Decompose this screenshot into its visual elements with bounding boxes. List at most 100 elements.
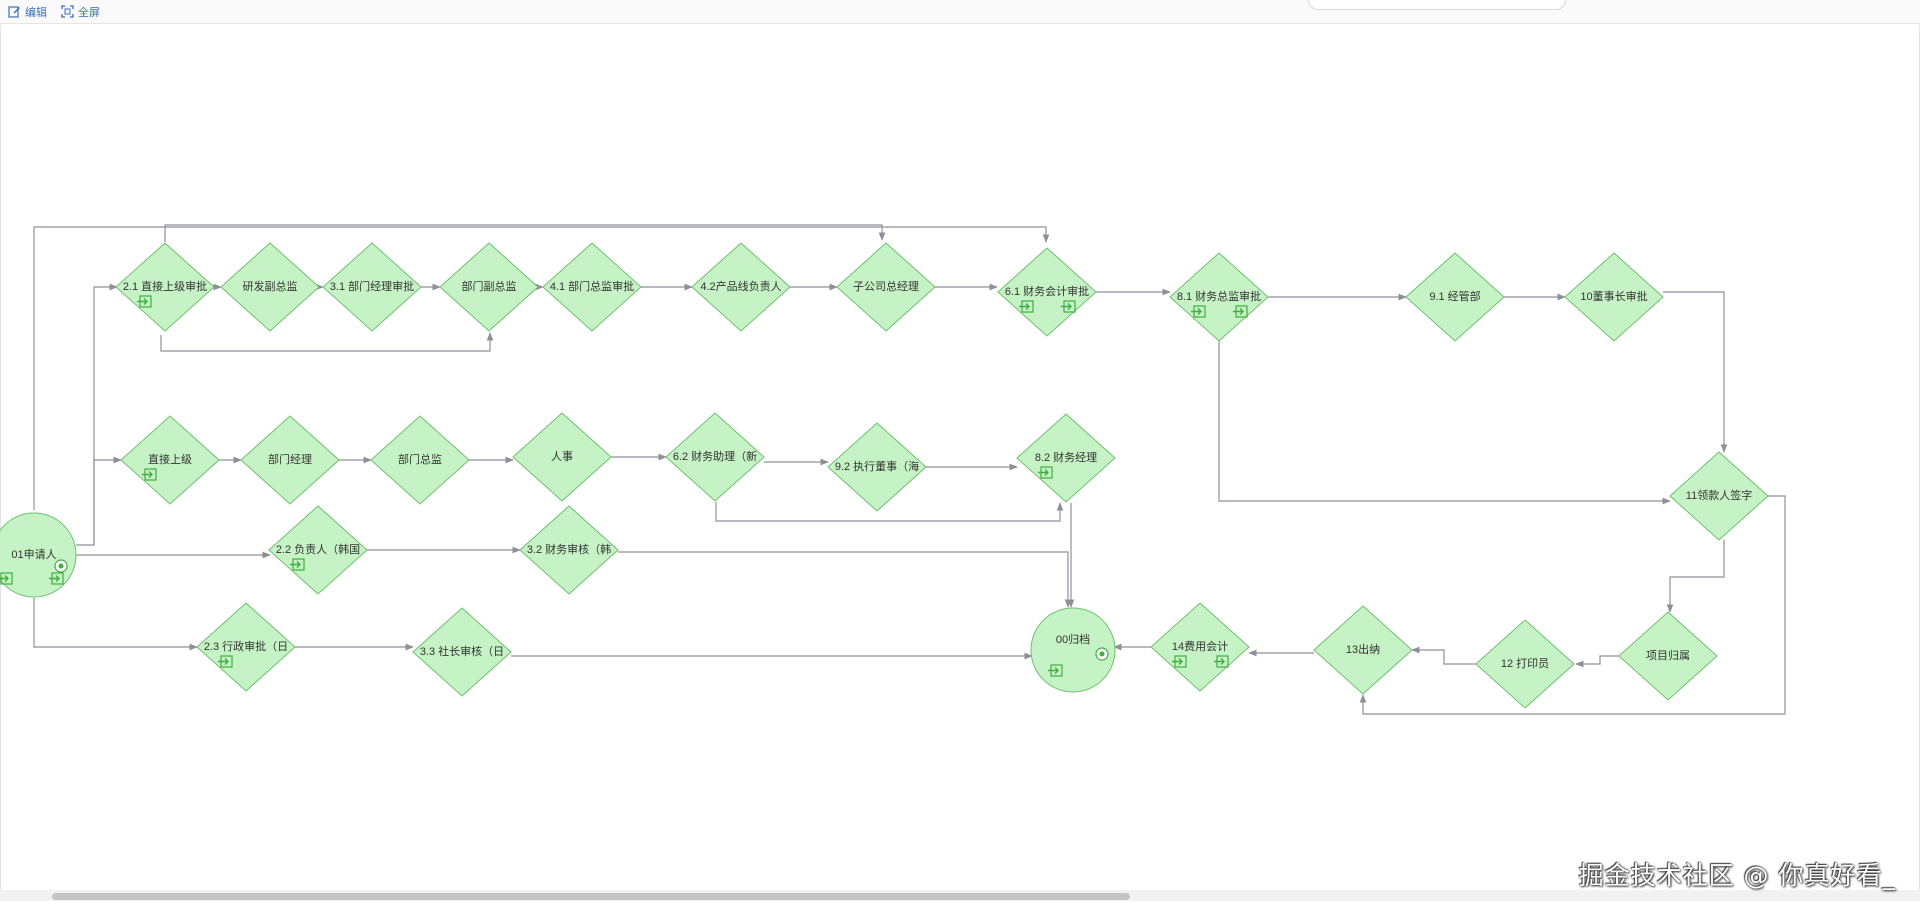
flow-connector[interactable] bbox=[1666, 540, 1725, 613]
node-label: 14费用会计 bbox=[1172, 640, 1228, 653]
flow-connector[interactable] bbox=[33, 226, 1050, 510]
node-label: 01申请人 bbox=[11, 548, 56, 561]
flow-node-n12[interactable]: 12 打印员 bbox=[1475, 619, 1575, 709]
enter-node-icon bbox=[1191, 305, 1206, 318]
flow-node-n31[interactable]: 3.1 部门经理审批 bbox=[322, 242, 422, 332]
node-label: 12 打印员 bbox=[1501, 656, 1549, 670]
toolbar: 编辑 全屏 bbox=[0, 0, 1920, 24]
flow-node-nbf[interactable]: 部门副总监 bbox=[439, 242, 539, 332]
diamond-shape bbox=[512, 412, 612, 502]
diamond-shape bbox=[439, 242, 539, 332]
flow-node-n61[interactable]: 6.1 财务会计审批 bbox=[997, 247, 1097, 337]
diamond-shape bbox=[836, 242, 936, 332]
flow-node-n91[interactable]: 9.1 经管部 bbox=[1405, 252, 1505, 342]
flow-connector[interactable] bbox=[164, 224, 886, 242]
flow-connector[interactable] bbox=[618, 551, 1072, 608]
diamond-shape bbox=[542, 242, 642, 332]
flow-node-n42[interactable]: 4.2产品线负责人 bbox=[691, 242, 791, 332]
node-label: 9.2 执行董事（海 bbox=[835, 459, 919, 473]
flow-node-n10[interactable]: 10董事长审批 bbox=[1564, 252, 1664, 342]
node-label: 6.1 财务会计审批 bbox=[1005, 284, 1089, 298]
node-label: 人事 bbox=[551, 450, 573, 463]
diamond-shape bbox=[691, 242, 791, 332]
enter-node-icon bbox=[137, 295, 152, 308]
horizontal-scrollbar-thumb[interactable] bbox=[52, 893, 1130, 900]
flow-connector[interactable] bbox=[33, 598, 198, 651]
diamond-shape bbox=[268, 505, 368, 595]
flow-node-nbj[interactable]: 部门经理 bbox=[240, 415, 340, 505]
node-label: 部门副总监 bbox=[462, 279, 517, 293]
node-label: 部门总监 bbox=[398, 452, 442, 466]
flow-connector[interactable] bbox=[1359, 495, 1786, 715]
node-label: 2.2 负责人（韩国 bbox=[276, 542, 360, 556]
flow-node-n81[interactable]: 8.1 财务总监审批 bbox=[1169, 252, 1269, 342]
flow-connector[interactable] bbox=[1663, 291, 1728, 453]
node-label: 3.1 部门经理审批 bbox=[330, 279, 414, 293]
node-label: 8.2 财务经理 bbox=[1035, 450, 1097, 464]
flow-node-n21[interactable]: 2.1 直接上级审批 bbox=[115, 242, 215, 332]
flow-node-n82[interactable]: 8.2 财务经理 bbox=[1016, 413, 1116, 503]
diamond-shape bbox=[1564, 252, 1664, 342]
enter-node-icon bbox=[1233, 305, 1248, 318]
diamond-shape bbox=[370, 415, 470, 505]
flow-connector[interactable] bbox=[160, 332, 494, 352]
diamond-shape bbox=[196, 602, 296, 692]
diamond-shape bbox=[1150, 602, 1250, 692]
node-label: 10董事长审批 bbox=[1580, 289, 1647, 303]
diamond-shape bbox=[240, 415, 340, 505]
flow-node-nzs[interactable]: 直接上级 bbox=[120, 415, 220, 505]
diamond-shape bbox=[322, 242, 422, 332]
diamond-shape bbox=[1169, 252, 1269, 342]
flow-connector[interactable] bbox=[1218, 341, 1671, 505]
node-label: 2.3 行政审批（日 bbox=[204, 639, 288, 653]
flow-connector[interactable] bbox=[1411, 646, 1476, 665]
flow-node-n14[interactable]: 14费用会计 bbox=[1150, 602, 1250, 692]
node-label: 3.3 社长审核（日 bbox=[420, 644, 504, 658]
edit-label: 编辑 bbox=[25, 6, 47, 19]
node-label: 部门经理 bbox=[268, 452, 312, 466]
enter-node-icon bbox=[1172, 655, 1187, 668]
flow-node-nzg[interactable]: 子公司总经理 bbox=[836, 242, 936, 332]
flow-node-nyf[interactable]: 研发副总监 bbox=[220, 242, 320, 332]
enter-node-icon bbox=[1061, 300, 1076, 313]
flow-node-nbz[interactable]: 部门总监 bbox=[370, 415, 470, 505]
enter-node-icon bbox=[1048, 664, 1063, 677]
edit-icon bbox=[8, 5, 21, 18]
diamond-shape bbox=[1016, 413, 1116, 503]
flow-node-n33[interactable]: 3.3 社长审核（日 bbox=[412, 607, 512, 697]
diamond-shape bbox=[1618, 611, 1718, 701]
flow-node-n00[interactable]: 00归档 bbox=[1030, 607, 1116, 693]
flow-node-n62[interactable]: 6.2 财务助理（新 bbox=[665, 412, 765, 502]
flow-connector[interactable] bbox=[93, 456, 122, 545]
node-label: 00归档 bbox=[1056, 632, 1090, 646]
watermark: 掘金技术社区 @ 你真好看_ bbox=[1578, 861, 1896, 890]
flow-node-n13[interactable]: 13出纳 bbox=[1313, 605, 1413, 695]
edit-button[interactable]: 编辑 bbox=[8, 4, 47, 20]
node-label: 9.1 经管部 bbox=[1429, 289, 1480, 303]
flow-node-n41[interactable]: 4.1 部门总监审批 bbox=[542, 242, 642, 332]
node-label: 项目归属 bbox=[1646, 648, 1690, 662]
flow-node-n11[interactable]: 11领款人签字 bbox=[1669, 451, 1769, 541]
enter-node-icon bbox=[1038, 466, 1053, 479]
node-label: 直接上级 bbox=[148, 452, 192, 466]
node-label: 2.1 直接上级审批 bbox=[123, 279, 207, 293]
diamond-shape bbox=[120, 415, 220, 505]
flow-connector[interactable] bbox=[76, 283, 118, 546]
node-label: 13出纳 bbox=[1346, 642, 1380, 656]
flow-node-n92[interactable]: 9.2 执行董事（海 bbox=[827, 422, 927, 512]
fullscreen-button[interactable]: 全屏 bbox=[61, 4, 100, 20]
fullscreen-icon bbox=[61, 5, 74, 18]
flow-node-nrs[interactable]: 人事 bbox=[512, 412, 612, 502]
node-label: 11领款人签字 bbox=[1686, 488, 1752, 502]
flow-connector[interactable] bbox=[1575, 655, 1619, 668]
flow-node-n32[interactable]: 3.2 财务审核（韩 bbox=[519, 505, 619, 595]
node-label: 4.1 部门总监审批 bbox=[550, 279, 634, 293]
enter-node-icon bbox=[290, 558, 305, 571]
enter-node-icon bbox=[1214, 655, 1229, 668]
flow-node-n01[interactable]: 01申请人 bbox=[0, 512, 77, 598]
flow-node-n22[interactable]: 2.2 负责人（韩国 bbox=[268, 505, 368, 595]
flow-node-n23[interactable]: 2.3 行政审批（日 bbox=[196, 602, 296, 692]
flow-node-nxm[interactable]: 项目归属 bbox=[1618, 611, 1718, 701]
flow-connector[interactable] bbox=[715, 502, 1064, 522]
